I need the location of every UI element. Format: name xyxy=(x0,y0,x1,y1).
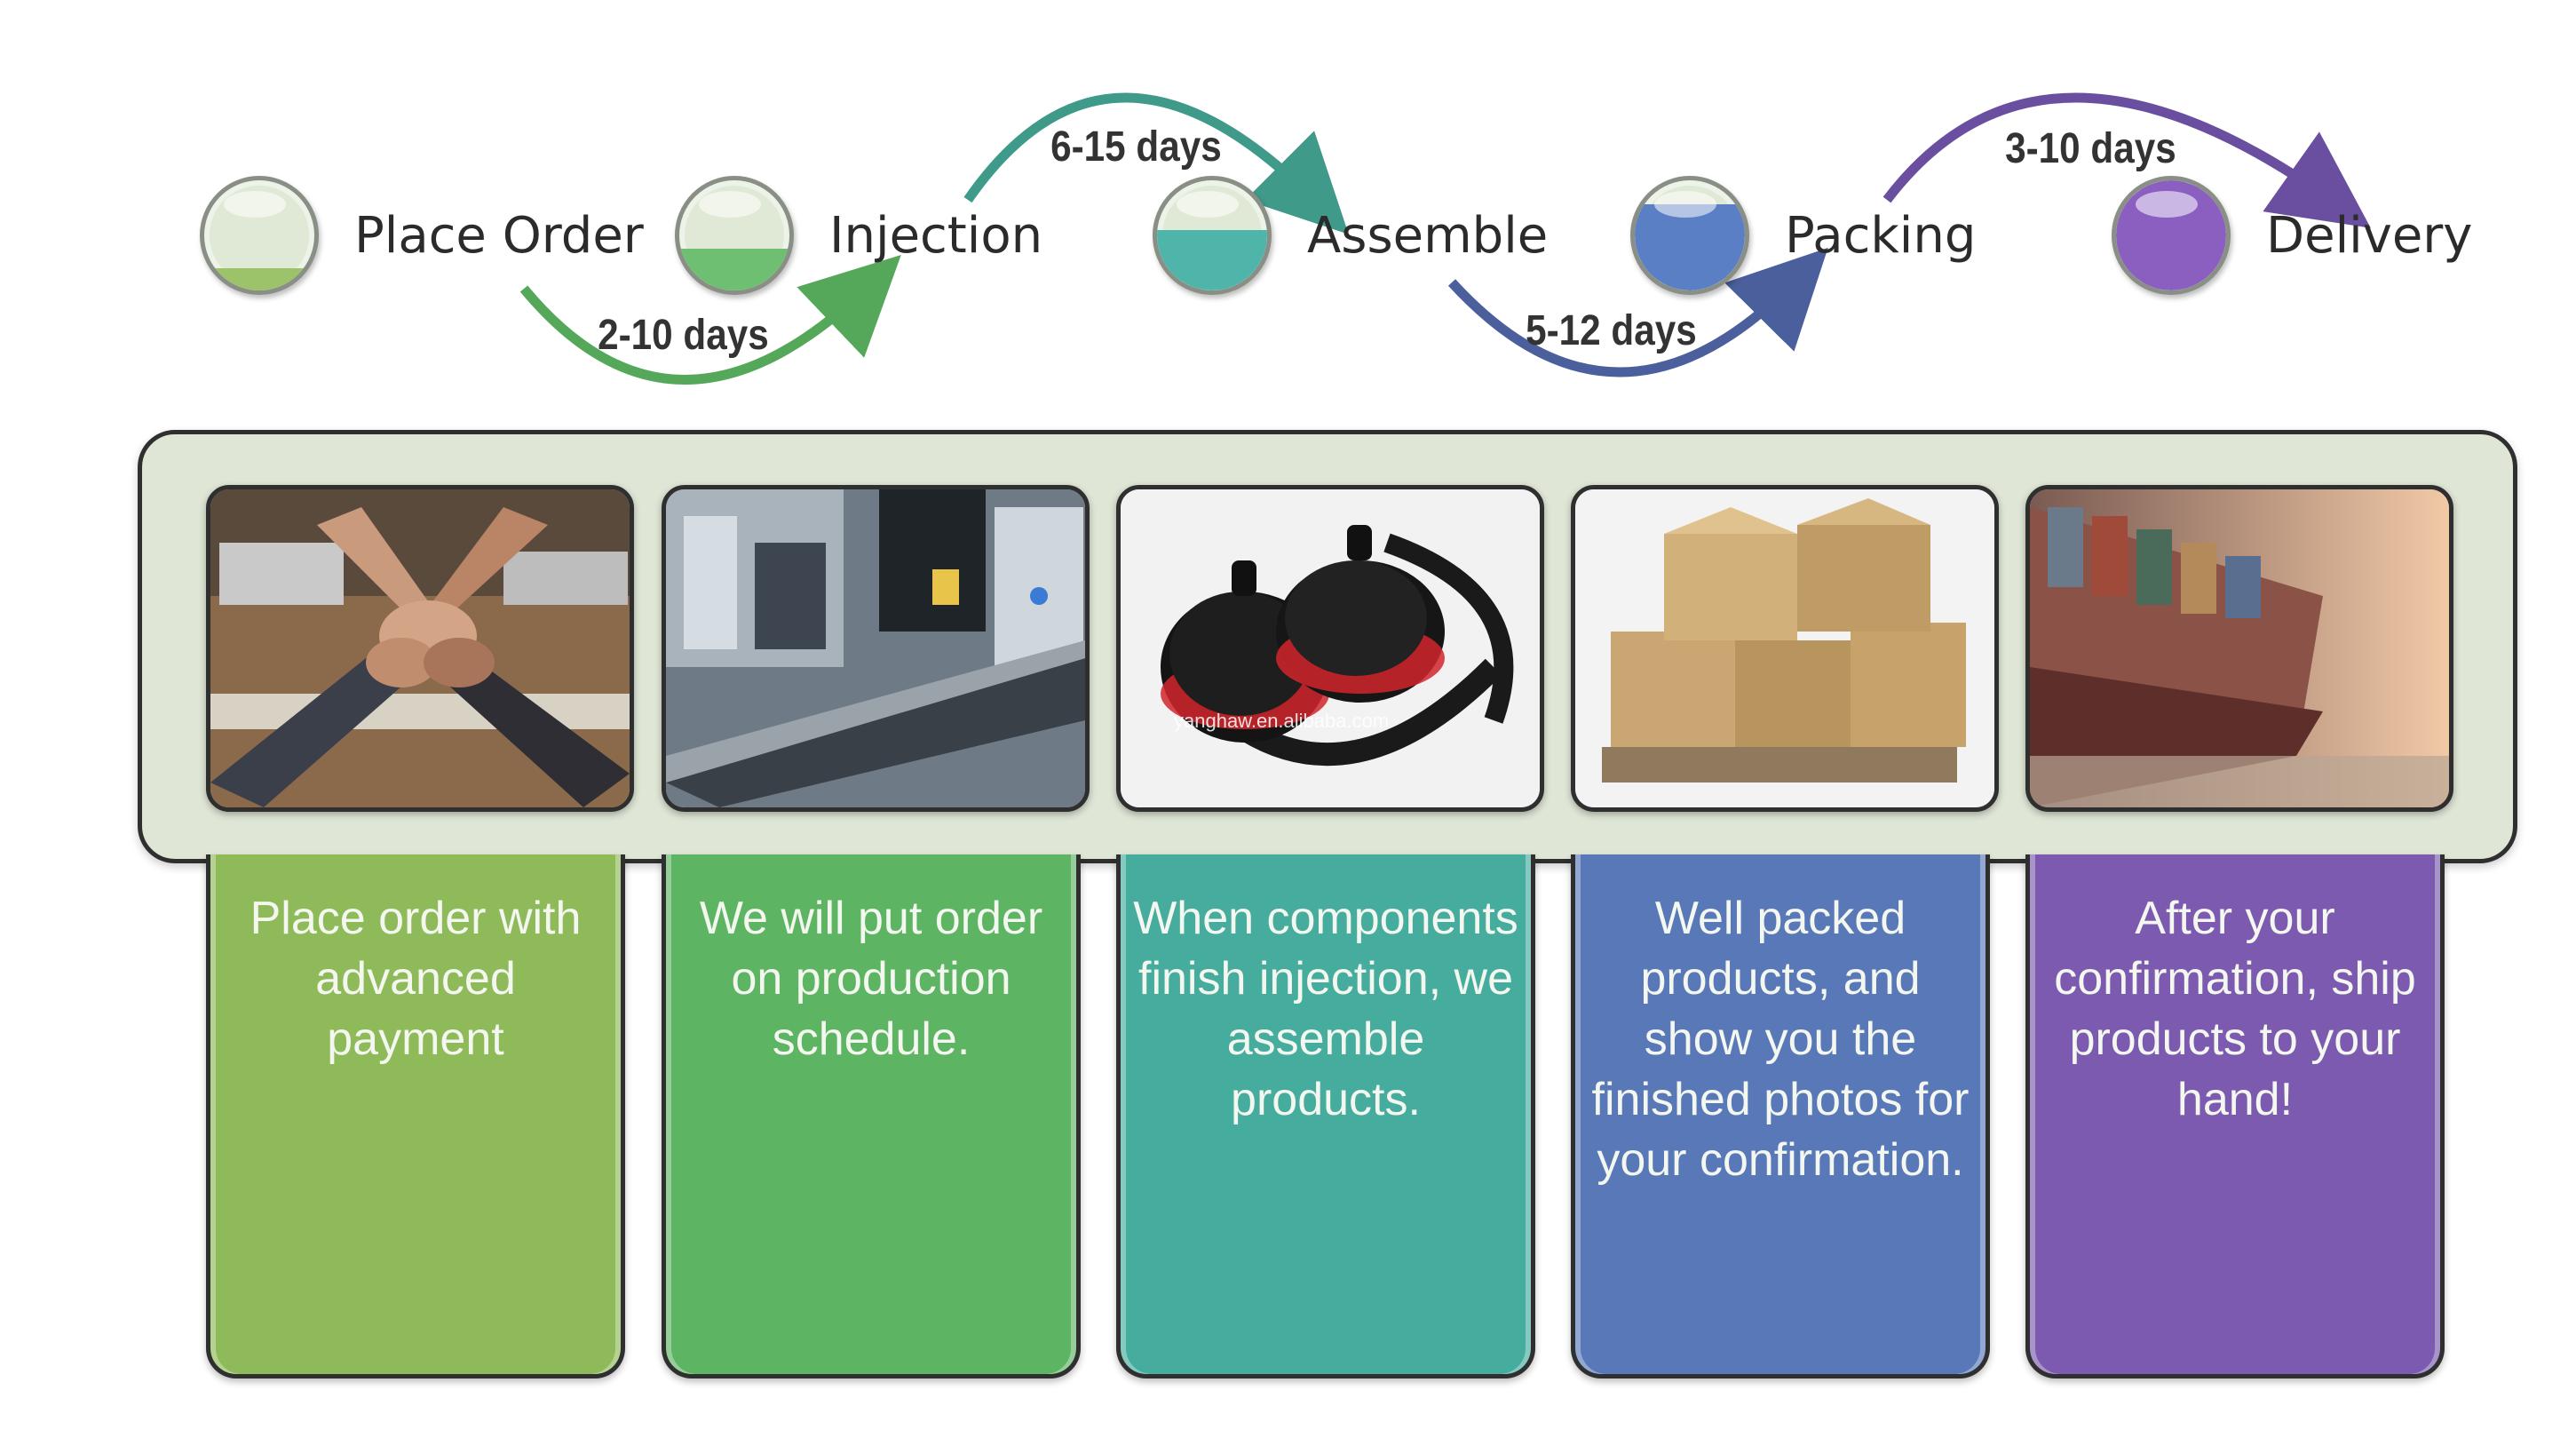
earmuff-product-photo: yanghaw.en.alibaba.com xyxy=(1116,485,1544,812)
stage-label: Assemble xyxy=(1307,206,1549,265)
description-card-packing: Well packed products, and show you the f… xyxy=(1571,854,1990,1378)
description-card-assemble: When components finish injection, we ass… xyxy=(1116,854,1535,1378)
stage-label: Delivery xyxy=(2266,206,2473,265)
injection-machine-photo xyxy=(662,485,1090,812)
duration-label-4: 3-10 days xyxy=(2005,125,2176,172)
cargo-ship-photo xyxy=(2025,485,2453,812)
stage-delivery: Delivery xyxy=(2112,176,2472,295)
stage-orb-icon xyxy=(1630,176,1749,295)
stage-packing: Packing xyxy=(1630,176,1976,295)
description-card-place-order: Place order with advanced payment xyxy=(206,854,625,1378)
cardboard-boxes-photo xyxy=(1571,485,1999,812)
stage-label: Packing xyxy=(1785,206,1977,265)
stage-orb-icon xyxy=(200,176,319,295)
stage-orb-icon xyxy=(1153,176,1272,295)
team-hands-photo xyxy=(206,485,634,812)
stage-orb-icon xyxy=(675,176,794,295)
stage-injection: Injection xyxy=(675,176,1042,295)
duration-label-1: 2-10 days xyxy=(598,312,769,359)
arrow-assemble-to-packing xyxy=(1447,247,1828,377)
arrow-injection-to-assemble xyxy=(963,92,1349,234)
arrow-place-to-injection xyxy=(519,255,901,385)
duration-label-3: 5-12 days xyxy=(1526,307,1697,354)
card-text: When components finish injection, we ass… xyxy=(1133,893,1518,1125)
stage-orb-icon xyxy=(2112,176,2231,295)
stage-place-order: Place Order xyxy=(200,176,644,295)
card-text: We will put order on production schedule… xyxy=(699,893,1043,1065)
stage-label: Injection xyxy=(829,206,1043,265)
arrow-packing-to-delivery xyxy=(1882,92,2371,228)
stage-label: Place Order xyxy=(354,206,644,265)
description-card-delivery: After your confirmation, ship products t… xyxy=(2025,854,2445,1378)
card-text: Place order with advanced payment xyxy=(250,893,582,1065)
description-card-injection: We will put order on production schedule… xyxy=(662,854,1081,1378)
duration-arrows xyxy=(519,92,2371,385)
duration-label-2: 6-15 days xyxy=(1050,123,1222,171)
card-text: After your confirmation, ship products t… xyxy=(2054,893,2416,1125)
card-text: Well packed products, and show you the f… xyxy=(1591,893,1970,1186)
watermark-text: yanghaw.en.alibaba.com xyxy=(1174,710,1390,732)
stage-assemble: Assemble xyxy=(1153,176,1548,295)
